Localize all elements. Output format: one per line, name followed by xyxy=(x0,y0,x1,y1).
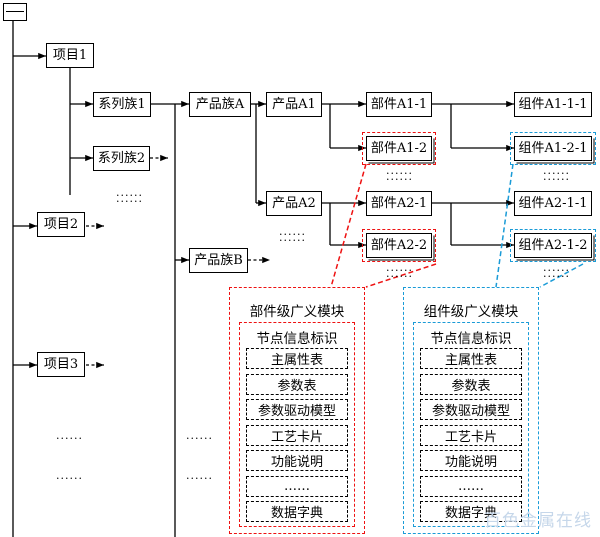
part-a2-2-node: 部件A2-2 xyxy=(362,229,436,262)
part-module-entry: 参数表 xyxy=(246,373,348,395)
part-a1-1-label: 部件A1-1 xyxy=(370,97,428,112)
part-module-entry: 工艺卡片 xyxy=(246,424,348,446)
family-b-label: 产品族B xyxy=(194,253,243,268)
series-1-label: 系列族1 xyxy=(98,97,146,112)
project-2-node: 项目2 xyxy=(37,212,85,237)
root-divider xyxy=(6,11,24,12)
part-module-entry: 主属性表 xyxy=(246,348,348,369)
part-module-entry: 数据字典 xyxy=(246,501,348,522)
project-3-node: 项目3 xyxy=(37,352,85,377)
part-module-entry: 参数驱动模型 xyxy=(246,399,348,420)
component-a2-1-1-label: 组件A2-1-1 xyxy=(518,196,588,211)
series-2-node: 系列族2 xyxy=(93,146,150,171)
ellipsis-parts-a1-top: ...... xyxy=(386,164,413,177)
ellipsis-parts-a2: ............ xyxy=(386,262,413,280)
component-module-entry: …… xyxy=(420,475,522,497)
watermark: 百色金属在线 xyxy=(484,511,592,531)
ellipsis-components-a2-top: ...... xyxy=(543,261,570,274)
ellipsis-components-a1-top: ...... xyxy=(543,164,570,177)
ellipsis-projects-1: ...... xyxy=(56,429,83,442)
part-a1-2-node: 部件A1-2 xyxy=(362,132,436,165)
component-module-entry: 参数驱动模型 xyxy=(420,399,522,420)
ellipsis-parts-a1-bottom: ...... xyxy=(386,170,413,183)
series-2-label: 系列族2 xyxy=(97,151,146,166)
part-node-info-box: 节点信息标识 主属性表参数表参数驱动模型工艺卡片功能说明 …… 数据字典 xyxy=(239,322,355,527)
family-a-node: 产品族A xyxy=(189,92,251,117)
ellipsis-products-bottom: ...... xyxy=(279,231,306,244)
series-1-node: 系列族1 xyxy=(93,92,151,117)
family-a-label: 产品族A xyxy=(195,97,245,112)
component-module-entry: 工艺卡片 xyxy=(420,424,522,446)
project-3-label: 项目3 xyxy=(43,357,79,372)
ellipsis-products-top: ...... xyxy=(279,225,306,238)
project-1-label: 项目1 xyxy=(52,48,88,63)
product-a2-node: 产品A2 xyxy=(266,191,322,216)
component-a1-2-1-node: 组件A1-2-1 xyxy=(510,132,596,165)
root-node xyxy=(3,3,27,21)
ellipsis-series-top: ...... xyxy=(116,186,143,199)
product-a1-label: 产品A1 xyxy=(272,97,316,112)
part-a1-2-label: 部件A1-2 xyxy=(370,141,428,156)
ellipsis-components-a2-bottom: ...... xyxy=(543,267,570,280)
component-a2-1-1-node: 组件A2-1-1 xyxy=(514,191,592,216)
part-a2-1-label: 部件A2-1 xyxy=(370,196,428,211)
ellipsis-components-a1-bottom: ...... xyxy=(543,170,570,183)
project-2-label: 项目2 xyxy=(43,217,79,232)
ellipsis-families-2: ...... xyxy=(186,469,213,482)
part-module-panel: 部件级广义模块 节点信息标识 主属性表参数表参数驱动模型工艺卡片功能说明 …… 数据… xyxy=(229,287,365,534)
part-a1-1-node: 部件A1-1 xyxy=(366,92,432,117)
component-a2-1-2-node: 组件A2-1-2 xyxy=(510,229,596,262)
part-module-entry: …… xyxy=(246,475,348,497)
ellipsis-projects-2: ...... xyxy=(56,469,83,482)
ellipsis-parts-a2-top: ...... xyxy=(386,261,413,274)
part-node-info-title: 节点信息标识 xyxy=(256,331,338,347)
part-a2-2-label: 部件A2-2 xyxy=(370,238,428,253)
component-module-entry: 功能说明 xyxy=(420,450,522,471)
ellipsis-components-a2: ............ xyxy=(543,262,570,280)
component-module-entry: 主属性表 xyxy=(420,348,522,369)
component-node-info-box: 节点信息标识 主属性表参数表参数驱动模型工艺卡片功能说明 …… 数据字典 xyxy=(413,322,529,527)
component-a1-1-1-node: 组件A1-1-1 xyxy=(514,92,592,117)
part-module-title: 部件级广义模块 xyxy=(249,304,345,320)
component-node-info-title: 节点信息标识 xyxy=(430,331,512,347)
family-b-node: 产品族B xyxy=(189,248,248,273)
part-module-entry: 功能说明 xyxy=(246,450,348,471)
component-a2-1-2-label: 组件A2-1-2 xyxy=(518,238,588,253)
ellipsis-series-bottom: ...... xyxy=(116,192,143,205)
ellipsis-parts-a2-bottom: ...... xyxy=(386,267,413,280)
component-a1-2-1-label: 组件A1-2-1 xyxy=(518,141,588,156)
part-a2-1-node: 部件A2-1 xyxy=(366,191,432,216)
product-a2-label: 产品A2 xyxy=(272,196,316,211)
component-a1-1-1-label: 组件A1-1-1 xyxy=(518,97,588,112)
ellipsis-families-1: ...... xyxy=(186,429,213,442)
project-1-node: 项目1 xyxy=(46,43,94,68)
ellipsis-components-a1: ............ xyxy=(543,165,570,183)
component-module-panel: 组件级广义模块 节点信息标识 主属性表参数表参数驱动模型工艺卡片功能说明 …… 数据… xyxy=(403,287,539,534)
ellipsis-parts-a1: ............ xyxy=(386,165,413,183)
ellipsis-products: ............ xyxy=(279,226,306,244)
component-module-entry: 数据字典 xyxy=(420,501,522,522)
product-a1-node: 产品A1 xyxy=(266,92,322,117)
component-module-title: 组件级广义模块 xyxy=(423,304,519,320)
ellipsis-series: ............ xyxy=(116,187,143,205)
component-module-entry: 参数表 xyxy=(420,373,522,395)
